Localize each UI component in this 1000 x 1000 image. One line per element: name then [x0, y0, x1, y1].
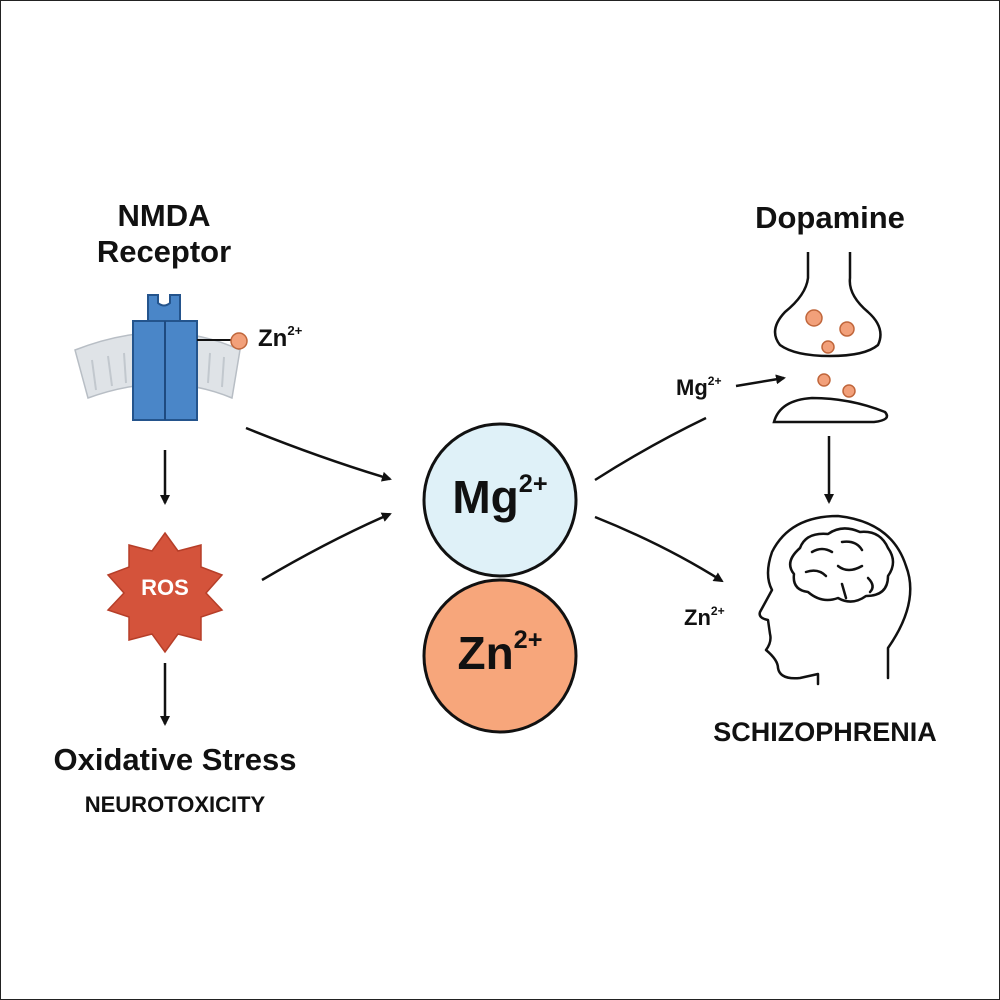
ros-label: ROS: [141, 575, 189, 600]
zn-ion-circle: [422, 578, 578, 734]
nmda-receptor-title: NMDA Receptor: [64, 198, 264, 270]
mg-ion-circle: [422, 422, 578, 578]
nmda-receptor-icon: [132, 294, 198, 421]
arrow-mg-to-synapse: [735, 374, 786, 388]
dopamine-synapse-icon: [772, 252, 889, 424]
zn-binding-site-icon: [197, 332, 248, 350]
nmda-zn-label: Zn2+: [258, 322, 303, 352]
arrow-mg-to-brain: [594, 515, 724, 583]
oxidative-stress-label: Oxidative Stress: [53, 742, 297, 777]
dopamine-title: Dopamine: [755, 200, 905, 235]
ros-burst-icon: [106, 531, 224, 654]
zn-ion-label: Zn2+: [457, 625, 543, 680]
brain-zn-label: Zn2+: [684, 603, 725, 630]
dopamine-mg-label: Mg2+: [676, 373, 722, 400]
neurotoxicity-label: NEUROTOXICITY: [84, 792, 266, 817]
nmda-title-line1: NMDA: [117, 198, 211, 233]
brain-head-icon: [758, 514, 912, 686]
arrow-nmda-to-mg: [245, 426, 392, 482]
nmda-title-line2: Receptor: [96, 234, 232, 269]
mg-ion-label: Mg2+: [452, 469, 548, 524]
schizophrenia-caption: SCHIZOPHRENIA: [713, 717, 937, 747]
arrow-ros-to-mg: [261, 512, 392, 582]
arrow-mg-to-dopamine: [594, 416, 707, 482]
